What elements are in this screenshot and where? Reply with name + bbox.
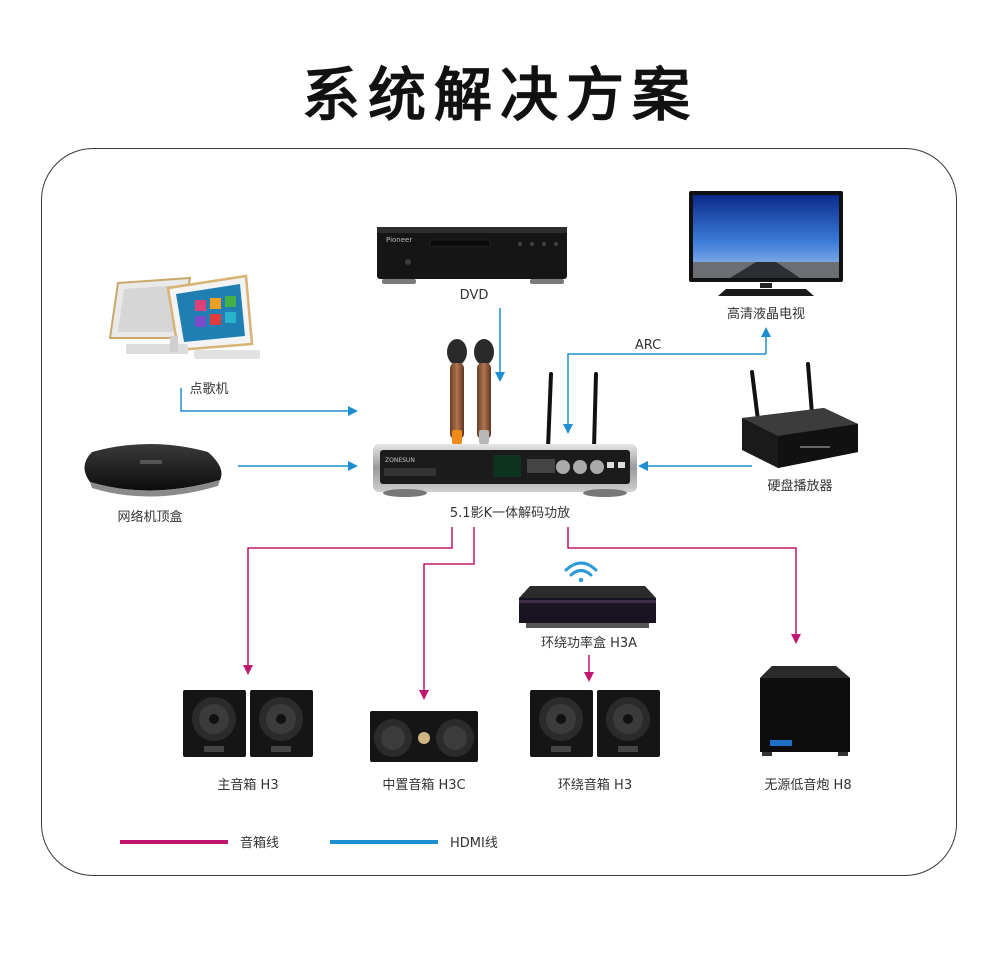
subwoofer-label: 无源低音炮 H8 [764,777,851,793]
arc-return-line [563,353,766,434]
subwoofer-image [760,666,850,756]
arc-label: ARC [635,338,661,353]
legend-speaker-label: 音箱线 [240,835,279,851]
main-speakers-image [183,690,313,757]
main-speakers-label: 主音箱 H3 [217,777,278,793]
amp-to-subwoofer-line [567,527,801,644]
diagram-frame [41,148,957,876]
stb-image [84,444,222,497]
jukebox-label: 点歌机 [189,382,228,397]
amplifier-label: 5.1影K一体解码功放 [450,506,570,521]
page-title: 系统解决方案 [301,61,698,129]
legend-hdmi-label: HDMI线 [450,836,498,851]
dvd-label: DVD [460,288,489,303]
amp-to-center-line [419,527,475,700]
surround-speakers-image [530,690,660,757]
speaker-connections [243,527,801,700]
dvd-player-image: Pioneer [377,227,567,284]
hdd-player-label: 硬盘播放器 [767,478,832,494]
legend: 音箱线 HDMI线 [120,835,498,851]
amp-to-main-line [243,527,453,675]
jukebox-image [108,274,260,359]
tv-label: 高清液晶电视 [727,306,805,322]
wifi-icon [564,561,598,583]
hdd-player-image [742,362,858,468]
amplifier-image: ZONESUN [373,339,637,497]
svg-text:Pioneer: Pioneer [386,236,412,244]
tv-image [689,191,843,296]
surround-amp-image [519,586,656,628]
surround-amp-label: 环绕功率盒 H3A [541,635,637,651]
hdmi-connections [180,308,771,471]
jukebox-to-amp-line [180,388,358,416]
svg-text:ZONESUN: ZONESUN [385,457,415,464]
stb-label: 网络机顶盒 [117,509,182,525]
surround-speakers-label: 环绕音箱 H3 [558,777,632,793]
center-speaker-image [370,711,478,762]
center-speaker-label: 中置音箱 H3C [382,777,465,793]
